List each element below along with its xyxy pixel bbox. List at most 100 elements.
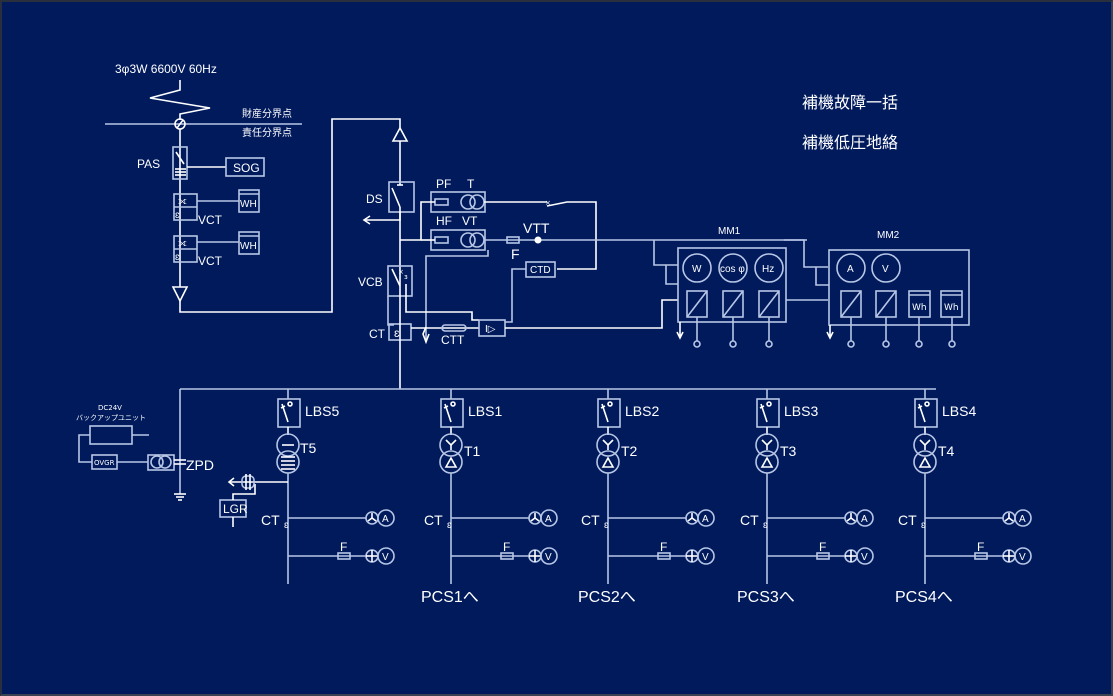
transformer-label: T5 (300, 440, 317, 456)
transformer[interactable] (913, 433, 937, 474)
vct2-box[interactable]: ⟗ ɛ (173, 235, 198, 263)
voltmeter[interactable]: V (377, 547, 395, 565)
transformer-label: T1 (464, 443, 481, 459)
ammeter-switch-icon[interactable] (365, 511, 379, 525)
ammeter-switch-icon[interactable] (528, 511, 542, 525)
svg-text:ɛ: ɛ (175, 210, 180, 221)
alarm-aux-lv-ground[interactable]: 補機低圧地絡 (802, 133, 898, 152)
sog-box[interactable]: SOG (225, 157, 265, 177)
ammeter-switch-icon[interactable] (1002, 511, 1016, 525)
zpd-label: ZPD (186, 457, 214, 473)
ammeter[interactable]: A (1014, 509, 1032, 527)
transformer-label: T3 (780, 443, 797, 459)
vct1-box[interactable]: ⟗ ɛ (173, 193, 198, 221)
mm2-gauge-a[interactable]: A (836, 253, 866, 283)
svg-text:V: V (861, 552, 868, 563)
svg-text:Wh: Wh (912, 303, 927, 313)
lbs-switch[interactable] (756, 398, 780, 428)
mm2-gauge-v[interactable]: V (871, 253, 901, 283)
svg-text:×: × (398, 268, 404, 276)
ammeter-switch-icon[interactable] (685, 511, 699, 525)
alarm-aux-fault[interactable]: 補機故障一括 (802, 93, 898, 112)
voltmeter-switch-icon[interactable] (1002, 549, 1016, 563)
wh1-meter[interactable]: WH (238, 189, 260, 213)
ammeter[interactable]: A (856, 509, 874, 527)
pas-switch[interactable] (172, 146, 188, 180)
ammeter[interactable]: A (697, 509, 715, 527)
ammeter[interactable]: A (377, 509, 395, 527)
svg-text:V: V (1019, 552, 1026, 563)
transformer[interactable] (596, 433, 620, 474)
voltmeter[interactable]: V (697, 547, 715, 565)
lbs-switch[interactable] (597, 398, 621, 428)
ctd-box[interactable]: CTD (525, 261, 556, 278)
pf-t-unit[interactable] (430, 191, 486, 213)
transformer[interactable] (439, 433, 463, 474)
lgr-relay[interactable]: LGR (219, 499, 248, 518)
mm1-gauge-w[interactable]: W (682, 253, 712, 283)
voltmeter-switch-icon[interactable] (685, 549, 699, 563)
ctt-terminal[interactable] (441, 324, 467, 332)
mm2-wh-meter-1[interactable]: Wh (908, 290, 931, 318)
voltmeter-switch-icon[interactable] (528, 549, 542, 563)
transformer-label: T4 (938, 443, 955, 459)
mm1-title: MM1 (718, 226, 741, 237)
mm2-transducers (840, 290, 956, 348)
wh2-meter[interactable]: WH (238, 231, 260, 255)
ct-icon: ɛ (604, 520, 609, 531)
vct1-label: VCT (198, 213, 223, 227)
backup-unit-box[interactable] (89, 425, 133, 445)
svg-text:V: V (382, 552, 389, 563)
pcs-destination-label: PCS2へ (578, 589, 636, 606)
ct-icon: ɛ (763, 520, 768, 531)
svg-text:ɛ: ɛ (394, 326, 400, 340)
vt-return-line (425, 250, 489, 342)
voltmeter-switch-icon[interactable] (844, 549, 858, 563)
lgr-zct-line (232, 484, 256, 500)
lbs-switch[interactable] (914, 398, 938, 428)
svg-text:WH: WH (240, 199, 257, 210)
mm1-to-mm2-link (784, 239, 828, 268)
lbs-switch[interactable] (440, 398, 464, 428)
mm2-ground-arrow-icon (826, 325, 834, 340)
mm1-gauge-pf[interactable]: cos φ (718, 253, 748, 283)
hf-vt-unit[interactable] (430, 229, 486, 251)
mm1-link-2 (665, 265, 678, 285)
lbs-label: LBS4 (942, 403, 976, 419)
vtt-terminal[interactable] (534, 236, 542, 244)
ds-switch[interactable] (388, 181, 415, 213)
voltmeter[interactable]: V (540, 547, 558, 565)
mm2-panel (828, 249, 970, 326)
ammeter[interactable]: A (540, 509, 558, 527)
voltmeter[interactable]: V (856, 547, 874, 565)
pf-feed-line (400, 201, 435, 241)
hf-label: HF (436, 214, 452, 228)
ovgr-relay[interactable]: OVGR (91, 454, 118, 470)
ammeter-switch-icon[interactable] (844, 511, 858, 525)
transformer[interactable] (276, 433, 300, 474)
fuse-label: F (340, 540, 347, 554)
backup-dc-label: DC24V (98, 404, 122, 412)
transformer[interactable] (755, 433, 779, 474)
voltmeter-switch-icon[interactable] (365, 549, 379, 563)
ct-label: CT (740, 512, 759, 528)
aux-contact-line (546, 201, 597, 270)
mm2-wh-meter-2[interactable]: Wh (940, 290, 963, 318)
ctt-label: CTT (441, 333, 465, 347)
fuse-icon (500, 552, 514, 560)
vcb-trip-line (405, 284, 479, 321)
ds-label: DS (366, 192, 383, 206)
ocr-relay[interactable]: I▷ (478, 319, 506, 337)
fuse-icon (657, 552, 671, 560)
lbs-switch[interactable] (277, 398, 301, 428)
svg-text:V: V (882, 264, 889, 275)
vcb-label: VCB (358, 275, 383, 289)
svg-text:SOG: SOG (233, 161, 260, 175)
mm1-gauge-hz[interactable]: Hz (754, 253, 784, 283)
voltmeter[interactable]: V (1014, 547, 1032, 565)
zpd-unit[interactable] (147, 454, 186, 471)
pas-label: PAS (137, 157, 160, 171)
